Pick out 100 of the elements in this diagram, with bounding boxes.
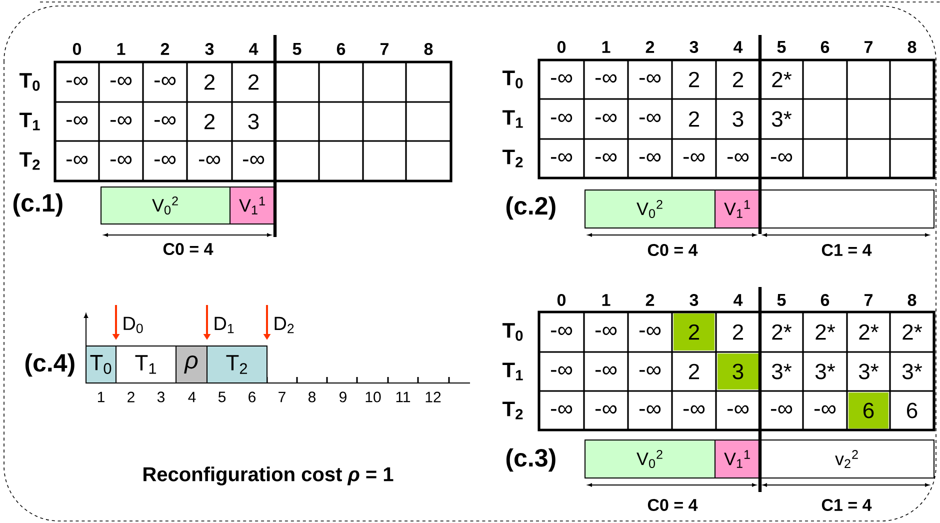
table-cell: -∞ [639,366,661,375]
table-cell: 2 [204,74,215,90]
table-cell: -∞ [550,74,572,83]
table-cell: 3* [858,364,879,380]
bar-segment: v$_{2}$2 [760,440,934,478]
table-cell: -∞ [727,153,749,162]
dimension-label: C0 = 4 [648,498,698,512]
column-header: 2 [646,41,654,53]
column-header: 6 [336,42,346,56]
table-cell: -∞ [550,366,572,375]
tick-label: 12 [426,392,441,402]
tick-label: 3 [157,392,165,402]
table-cell: 2 [733,72,743,88]
table-cell: 6 [907,402,918,418]
row-label: T$_{0}$ [502,70,523,88]
table-cell: -∞ [66,76,88,86]
table-cell: 2 [733,324,743,340]
table-cell: 2* [816,324,836,340]
task-block: T$_{0}$ [86,346,116,384]
column-header: 8 [424,42,433,56]
table-cell: -∞ [66,116,88,125]
column-header: 8 [908,294,916,306]
tick-label: 2 [128,392,134,402]
table-cell: -∞ [154,116,176,125]
row-label: T$_{1}$ [502,362,523,380]
row-label: T$_{1}$ [20,112,40,130]
dimension-label: C0 = 4 [648,244,698,256]
deadline-label: D$_{0}$ [124,316,143,334]
column-header: 5 [777,294,786,306]
dimension-label: C1 = 4 [822,244,872,256]
table-cell: -∞ [110,116,132,125]
column-header: 3 [690,294,698,306]
table-cell: 6 [848,392,888,428]
table-cell: -∞ [639,74,661,83]
bar-segment: V$_{1}$1 [714,190,760,228]
column-header: 3 [205,42,214,56]
column-header: 5 [292,43,302,55]
column-header: 3 [690,40,698,54]
table-cell: 3* [815,364,836,380]
table-cell: 2* [772,72,792,88]
table-cell: -∞ [550,326,572,336]
table-cell: 2* [902,324,922,340]
table-cell: -∞ [814,405,836,414]
table-cell: -∞ [110,76,132,86]
panel-label: (c.4) [25,353,74,377]
bar-segment: V$_{1}$1 [230,186,276,224]
panel-label: (c.1) [13,193,62,217]
column-header: 7 [864,294,872,306]
table-cell: 2 [689,364,699,380]
tick-label: 4 [188,392,196,402]
row-label: T$_{2}$ [502,402,523,420]
row-label: T$_{2}$ [502,150,523,168]
table-cell: -∞ [595,114,617,122]
table-cell: -∞ [595,74,617,83]
table-cell: 2 [204,114,215,130]
column-header: 4 [249,43,258,55]
column-header: 0 [557,294,566,306]
tick-label: 5 [218,392,226,402]
table-cell: 2 [674,314,714,350]
row-label: T$_{2}$ [20,152,40,170]
table-cell: -∞ [154,156,176,164]
column-header: 4 [734,294,743,306]
table-cell: 3 [718,354,758,390]
deadline-label: D$_{1}$ [214,316,234,334]
table-cell: 2* [859,324,879,340]
table-cell: 2 [689,111,699,127]
table-cell: -∞ [550,405,572,414]
tick-label: 10 [366,392,381,402]
column-header: 1 [117,43,126,55]
table-cell: -∞ [66,156,88,164]
table-cell: -∞ [550,153,572,162]
task-block: T$_{1}$ [116,346,176,384]
table-cell: 2* [772,324,792,340]
tick-label: 9 [340,392,346,402]
table-cell: -∞ [595,405,617,414]
table-cell: -∞ [639,153,661,162]
column-header: 7 [864,41,872,53]
bar-segment: V$_{1}$1 [714,440,760,478]
task-block: ρ [176,346,208,384]
table-cell: -∞ [770,405,792,414]
panel-label: (c.3) [506,448,556,472]
table-cell: -∞ [639,405,661,414]
tick-label: 6 [248,392,256,402]
table-cell: -∞ [595,326,617,336]
table-cell: -∞ [198,156,220,164]
caption: Reconfiguration cost ρ = 1 [144,466,394,486]
deadline-label: D$_{2}$ [274,316,294,334]
table-cell: -∞ [727,405,749,414]
column-header: 8 [908,40,916,54]
column-header: 7 [380,43,388,55]
tick-label: 1 [98,392,104,402]
tick-label: 7 [278,392,286,402]
bar-segment: V$_{0}$2 [100,186,230,224]
bar-segment: V$_{0}$2 [584,190,716,228]
table-cell: -∞ [595,153,617,162]
dimension-label: C1 = 4 [822,498,872,512]
table-cell: -∞ [639,114,661,122]
table-cell: 3 [248,114,259,130]
table-cell: -∞ [242,156,264,164]
task-block: T$_{2}$ [206,346,268,384]
